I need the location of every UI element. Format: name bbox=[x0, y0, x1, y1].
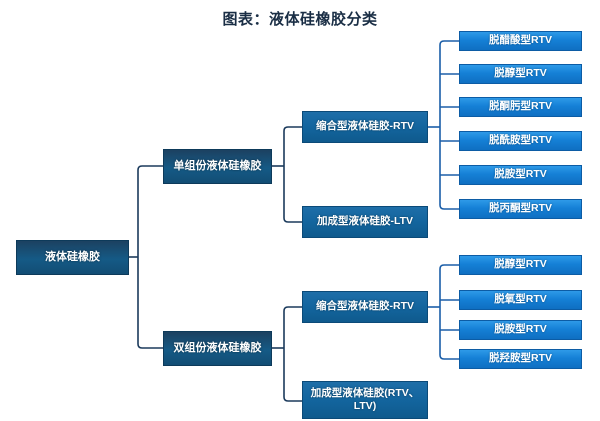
leaf-top-6[interactable]: 脱丙酮型RTV bbox=[459, 199, 582, 219]
leaf-bottom-3-label: 脱胺型RTV bbox=[494, 323, 547, 336]
leaf-top-1[interactable]: 脱醋酸型RTV bbox=[459, 31, 582, 51]
node-double-condensation-rtv-label: 缩合型液体硅胶-RTV bbox=[316, 300, 414, 313]
node-single-addition-ltv-label: 加成型液体硅胶-LTV bbox=[316, 215, 414, 228]
node-root[interactable]: 液体硅橡胶 bbox=[16, 240, 129, 275]
leaf-bottom-3[interactable]: 脱胺型RTV bbox=[459, 320, 582, 340]
node-double-addition-rtv-ltv-label: 加成型液体硅胶(RTV、LTV) bbox=[310, 386, 420, 412]
leaf-bottom-1-label: 脱醇型RTV bbox=[494, 258, 547, 271]
leaf-top-3-label: 脱酮肟型RTV bbox=[489, 100, 552, 113]
chart-title: 图表：液体硅橡胶分类 bbox=[222, 11, 378, 28]
node-single-addition-ltv[interactable]: 加成型液体硅胶-LTV bbox=[302, 206, 428, 238]
leaf-top-4-label: 脱酰胺型RTV bbox=[489, 134, 552, 147]
leaf-top-4[interactable]: 脱酰胺型RTV bbox=[459, 131, 582, 151]
node-double-addition-rtv-ltv[interactable]: 加成型液体硅胶(RTV、LTV) bbox=[302, 381, 428, 419]
leaf-bottom-2-label: 脱氧型RTV bbox=[494, 293, 547, 306]
node-double-component[interactable]: 双组份液体硅橡胶 bbox=[163, 331, 272, 366]
leaf-top-3[interactable]: 脱酮肟型RTV bbox=[459, 97, 582, 117]
leaf-top-1-label: 脱醋酸型RTV bbox=[489, 34, 552, 47]
leaf-bottom-4-label: 脱羟胺型RTV bbox=[489, 352, 552, 365]
node-single-condensation-rtv[interactable]: 缩合型液体硅胶-RTV bbox=[302, 111, 428, 143]
leaf-top-5[interactable]: 脱胺型RTV bbox=[459, 165, 582, 185]
node-double-component-label: 双组份液体硅橡胶 bbox=[173, 341, 262, 354]
leaf-bottom-2[interactable]: 脱氧型RTV bbox=[459, 290, 582, 310]
leaf-top-6-label: 脱丙酮型RTV bbox=[489, 202, 552, 215]
leaf-bottom-1[interactable]: 脱醇型RTV bbox=[459, 255, 582, 275]
node-single-component-label: 单组份液体硅橡胶 bbox=[173, 159, 262, 172]
leaf-top-2[interactable]: 脱醇型RTV bbox=[459, 64, 582, 84]
node-root-label: 液体硅橡胶 bbox=[45, 250, 100, 263]
node-single-component[interactable]: 单组份液体硅橡胶 bbox=[163, 149, 272, 184]
leaf-top-5-label: 脱胺型RTV bbox=[494, 168, 547, 181]
node-single-condensation-rtv-label: 缩合型液体硅胶-RTV bbox=[316, 120, 414, 133]
leaf-bottom-4[interactable]: 脱羟胺型RTV bbox=[459, 349, 582, 369]
node-double-condensation-rtv[interactable]: 缩合型液体硅胶-RTV bbox=[302, 291, 428, 323]
leaf-top-2-label: 脱醇型RTV bbox=[494, 67, 547, 80]
